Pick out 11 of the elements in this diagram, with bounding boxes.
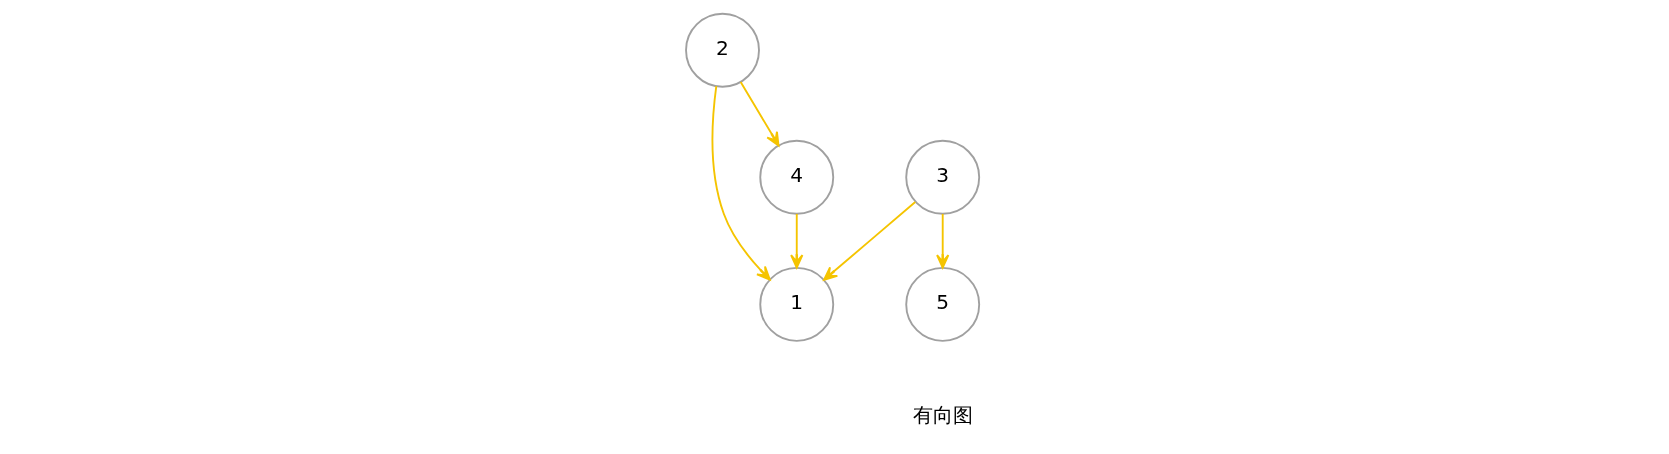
node-circle: 2: [685, 12, 760, 88]
node-circle: 1: [759, 266, 835, 342]
label: 有向图: [912, 403, 973, 428]
node-circle: 5: [905, 266, 981, 342]
arrow: [711, 85, 771, 281]
arrow: [790, 212, 804, 269]
arrow: [936, 212, 950, 269]
arrow: [739, 81, 780, 147]
node-circle: 3: [905, 139, 981, 215]
node-circle: 4: [759, 139, 835, 215]
arrow: [823, 201, 917, 281]
